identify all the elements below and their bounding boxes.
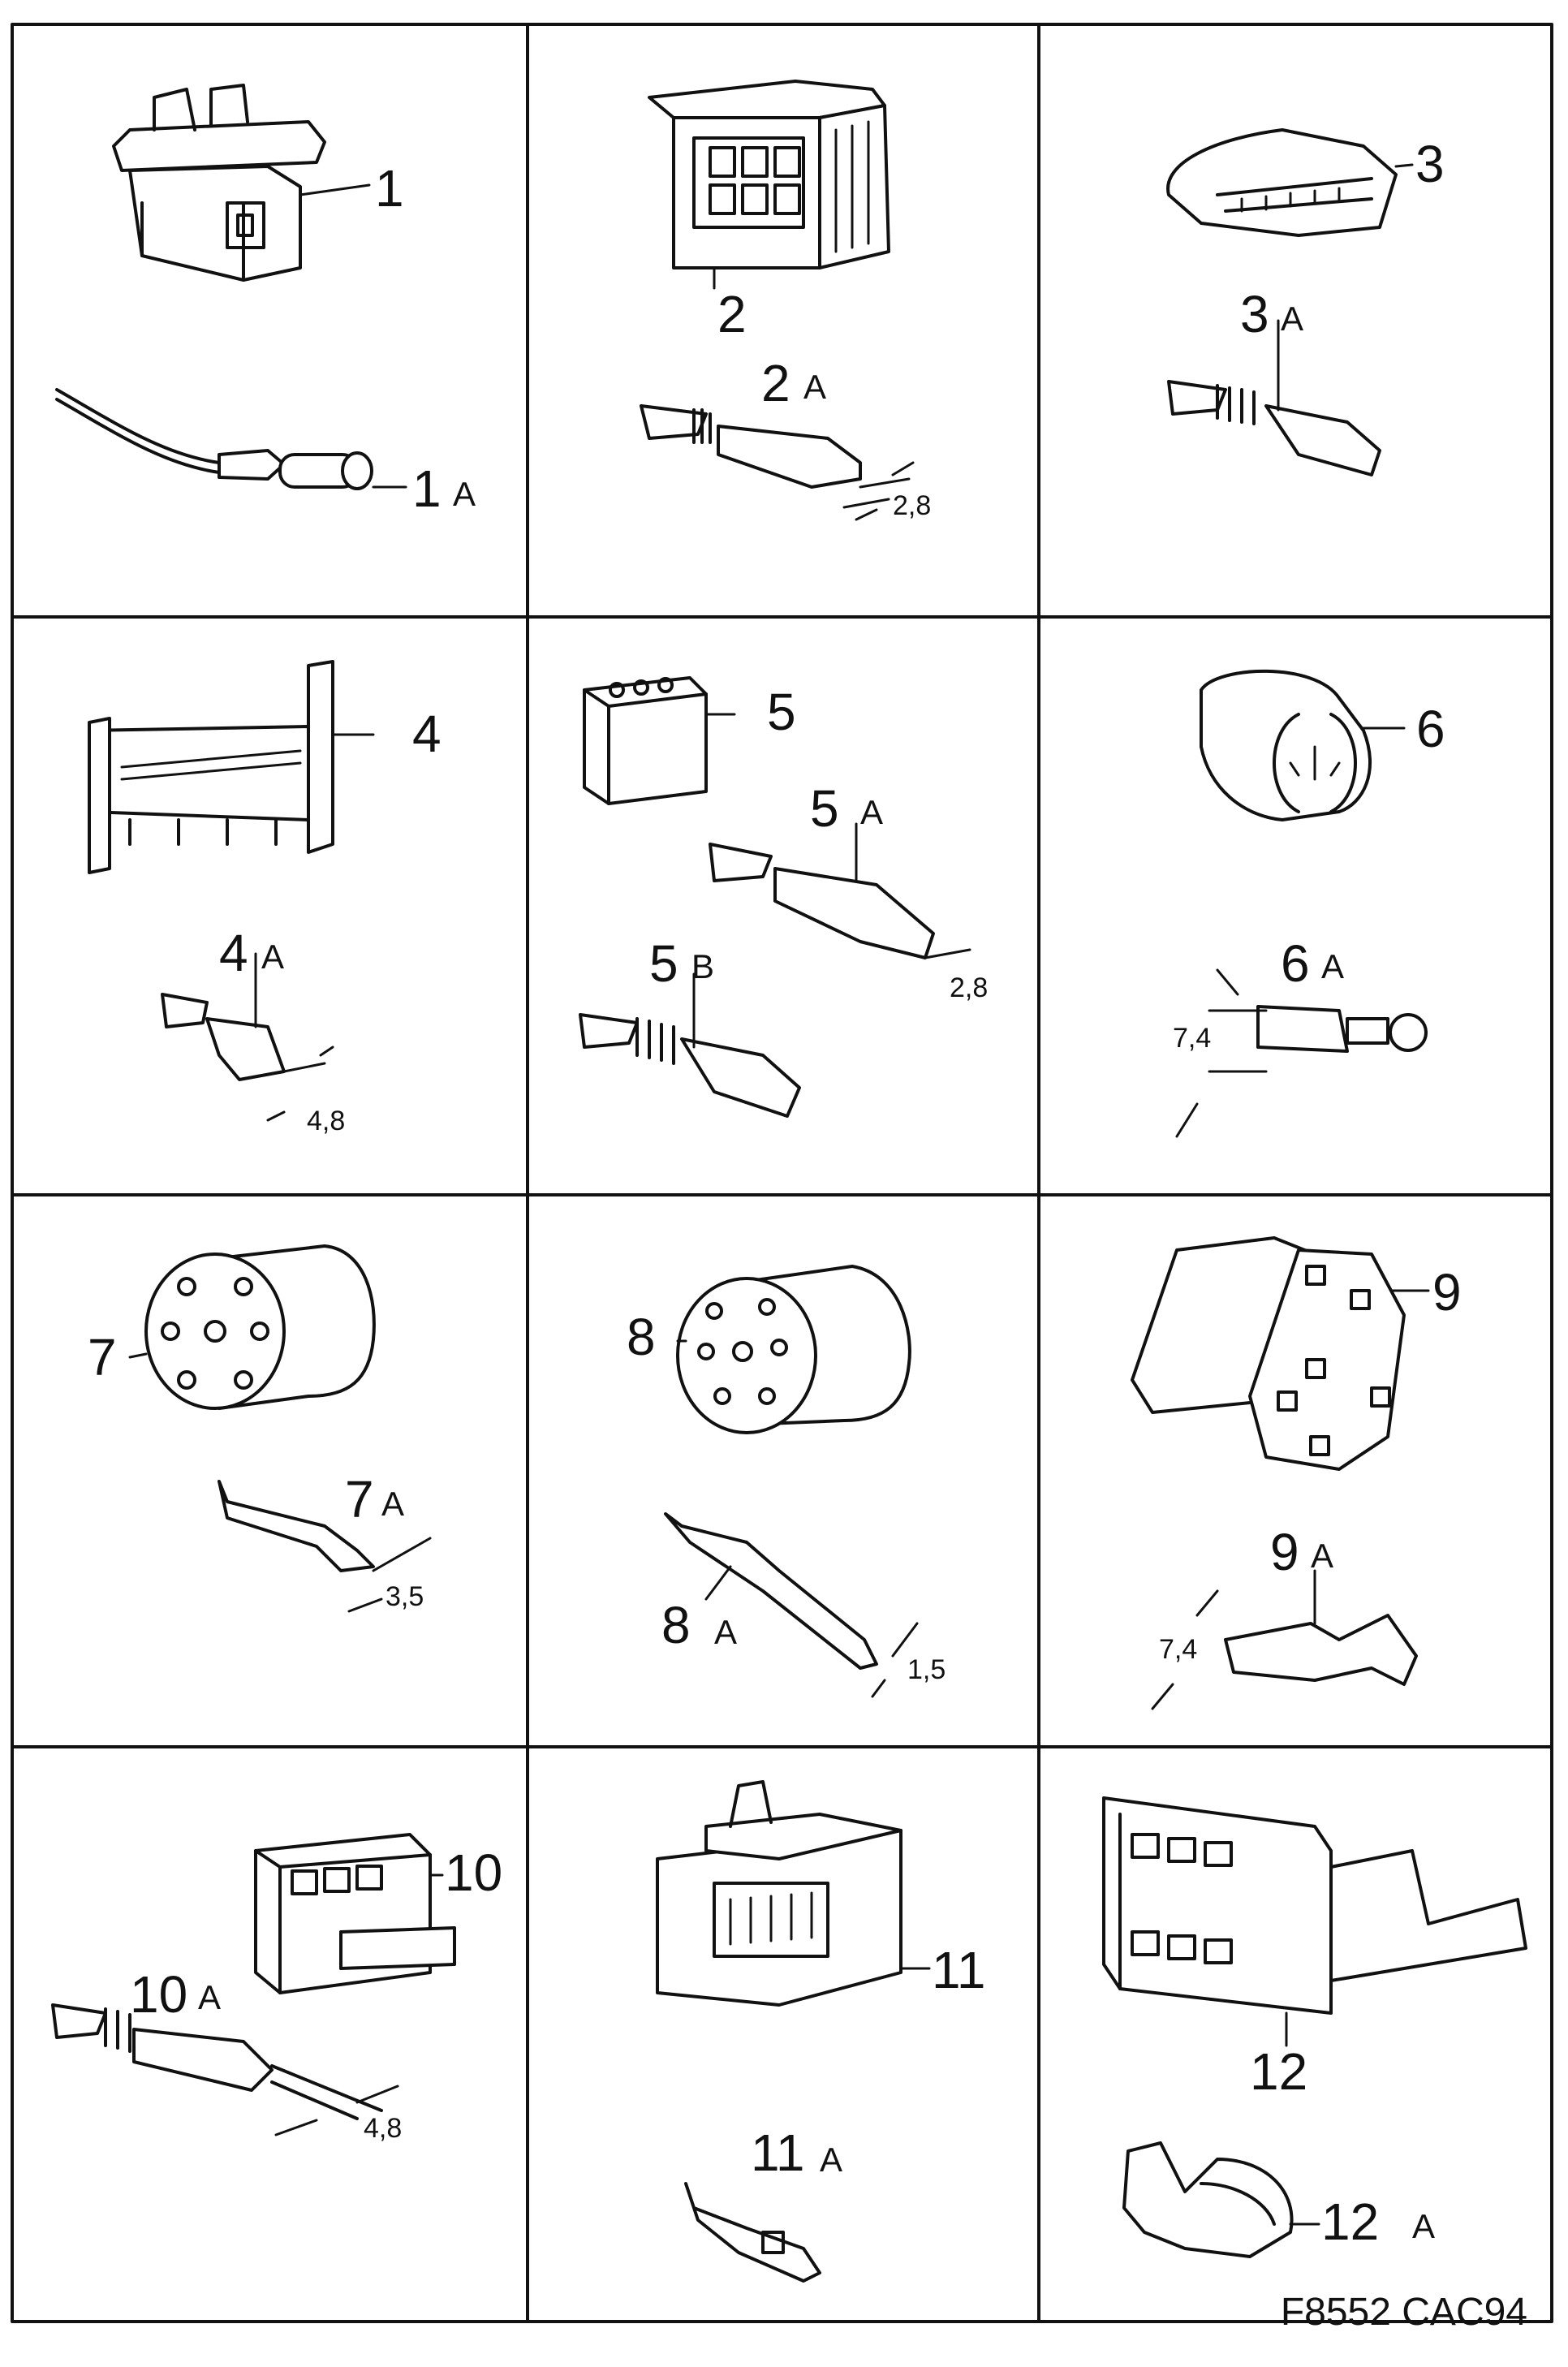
terminal-label-1: 1	[412, 459, 442, 518]
terminal-suffix-1: A	[453, 475, 476, 513]
terminal-10a-drawing	[51, 2003, 399, 2136]
connector-label-5: 5	[767, 683, 796, 741]
terminal-suffix-2: A	[803, 368, 827, 406]
terminal-12a-drawing	[1122, 2141, 1320, 2258]
terminal-3a-drawing	[1167, 319, 1381, 476]
terminal-8a-drawing	[664, 1512, 919, 1698]
terminal-label-4: 4	[219, 924, 248, 982]
terminal-label-8: 8	[661, 1596, 691, 1654]
dimension-10: 4,8	[364, 2113, 403, 2144]
terminal-5a-drawing	[709, 822, 971, 959]
connector-label-8: 8	[627, 1308, 656, 1366]
connector-6-drawing	[1200, 669, 1406, 821]
terminal-7a-drawing	[218, 1480, 432, 1613]
terminal-suffix-5: A	[860, 793, 884, 831]
connector-9-drawing	[1131, 1236, 1430, 1471]
terminal-4a-drawing	[161, 952, 334, 1122]
connector-label-4: 4	[412, 705, 442, 763]
connector-11-drawing	[656, 1780, 931, 2007]
connector-10-drawing	[254, 1833, 456, 1994]
dimension-8: 1,5	[907, 1654, 946, 1685]
connector-7-drawing	[128, 1244, 376, 1410]
connector-label-1: 1	[375, 159, 404, 218]
terminal-suffix-9: A	[1311, 1537, 1334, 1575]
connector-label-11: 11	[932, 1941, 986, 1999]
connector-8-drawing	[676, 1265, 911, 1434]
connector-3-drawing	[1166, 128, 1414, 237]
dimension-5: 2,8	[950, 972, 989, 1003]
terminal-suffix-12: A	[1412, 2207, 1436, 2245]
connector-label-12: 12	[1250, 2042, 1308, 2101]
terminal-b-suffix-5: B	[691, 947, 715, 985]
terminal-label-2: 2	[761, 354, 790, 412]
dimension-9: 7,4	[1159, 1634, 1198, 1665]
terminal-label-10: 10	[130, 1965, 188, 2024]
terminal-label-6: 6	[1281, 934, 1310, 993]
dimension-4: 4,8	[307, 1106, 346, 1136]
terminal-label-3: 3	[1240, 285, 1269, 343]
connector-label-2: 2	[717, 285, 747, 343]
terminal-9a-drawing	[1151, 1569, 1418, 1710]
dimension-2: 2,8	[893, 490, 932, 521]
connector-label-6: 6	[1416, 700, 1445, 758]
dimension-7: 3,5	[386, 1581, 424, 1612]
grid-frame	[11, 23, 1553, 2323]
connector-4-drawing	[88, 660, 375, 874]
terminal-1a-drawing	[55, 388, 407, 490]
connector-label-10: 10	[445, 1843, 503, 1902]
connector-label-3: 3	[1415, 135, 1445, 193]
terminal-suffix-10: A	[198, 1978, 222, 2016]
terminal-suffix-8: A	[714, 1613, 738, 1651]
terminal-suffix-7: A	[381, 1485, 405, 1523]
terminal-suffix-4: A	[261, 938, 285, 976]
figure-reference: F8552 CAC94	[1280, 2291, 1527, 2334]
terminal-5b-drawing	[579, 972, 801, 1118]
terminal-suffix-6: A	[1321, 947, 1345, 985]
terminal-11a-drawing	[684, 2182, 821, 2283]
connector-5-drawing	[583, 676, 736, 805]
connector-label-9: 9	[1432, 1263, 1462, 1321]
terminal-suffix-3: A	[1281, 300, 1304, 338]
terminal-suffix-11: A	[820, 2141, 843, 2179]
connector-2-drawing	[648, 80, 890, 290]
terminal-label-7: 7	[345, 1470, 374, 1528]
connector-1-drawing	[112, 84, 371, 282]
terminal-6a-drawing	[1175, 968, 1428, 1138]
terminal-label-12: 12	[1321, 2192, 1380, 2251]
dimension-6: 7,4	[1173, 1023, 1212, 1054]
terminal-b-label-5: 5	[649, 934, 678, 993]
connector-12-drawing	[1102, 1796, 1527, 2047]
terminal-label-9: 9	[1270, 1523, 1299, 1581]
terminal-label-11: 11	[751, 2123, 805, 2182]
connector-label-7: 7	[88, 1328, 117, 1386]
terminal-2a-drawing	[640, 404, 915, 521]
terminal-label-5: 5	[810, 779, 839, 838]
